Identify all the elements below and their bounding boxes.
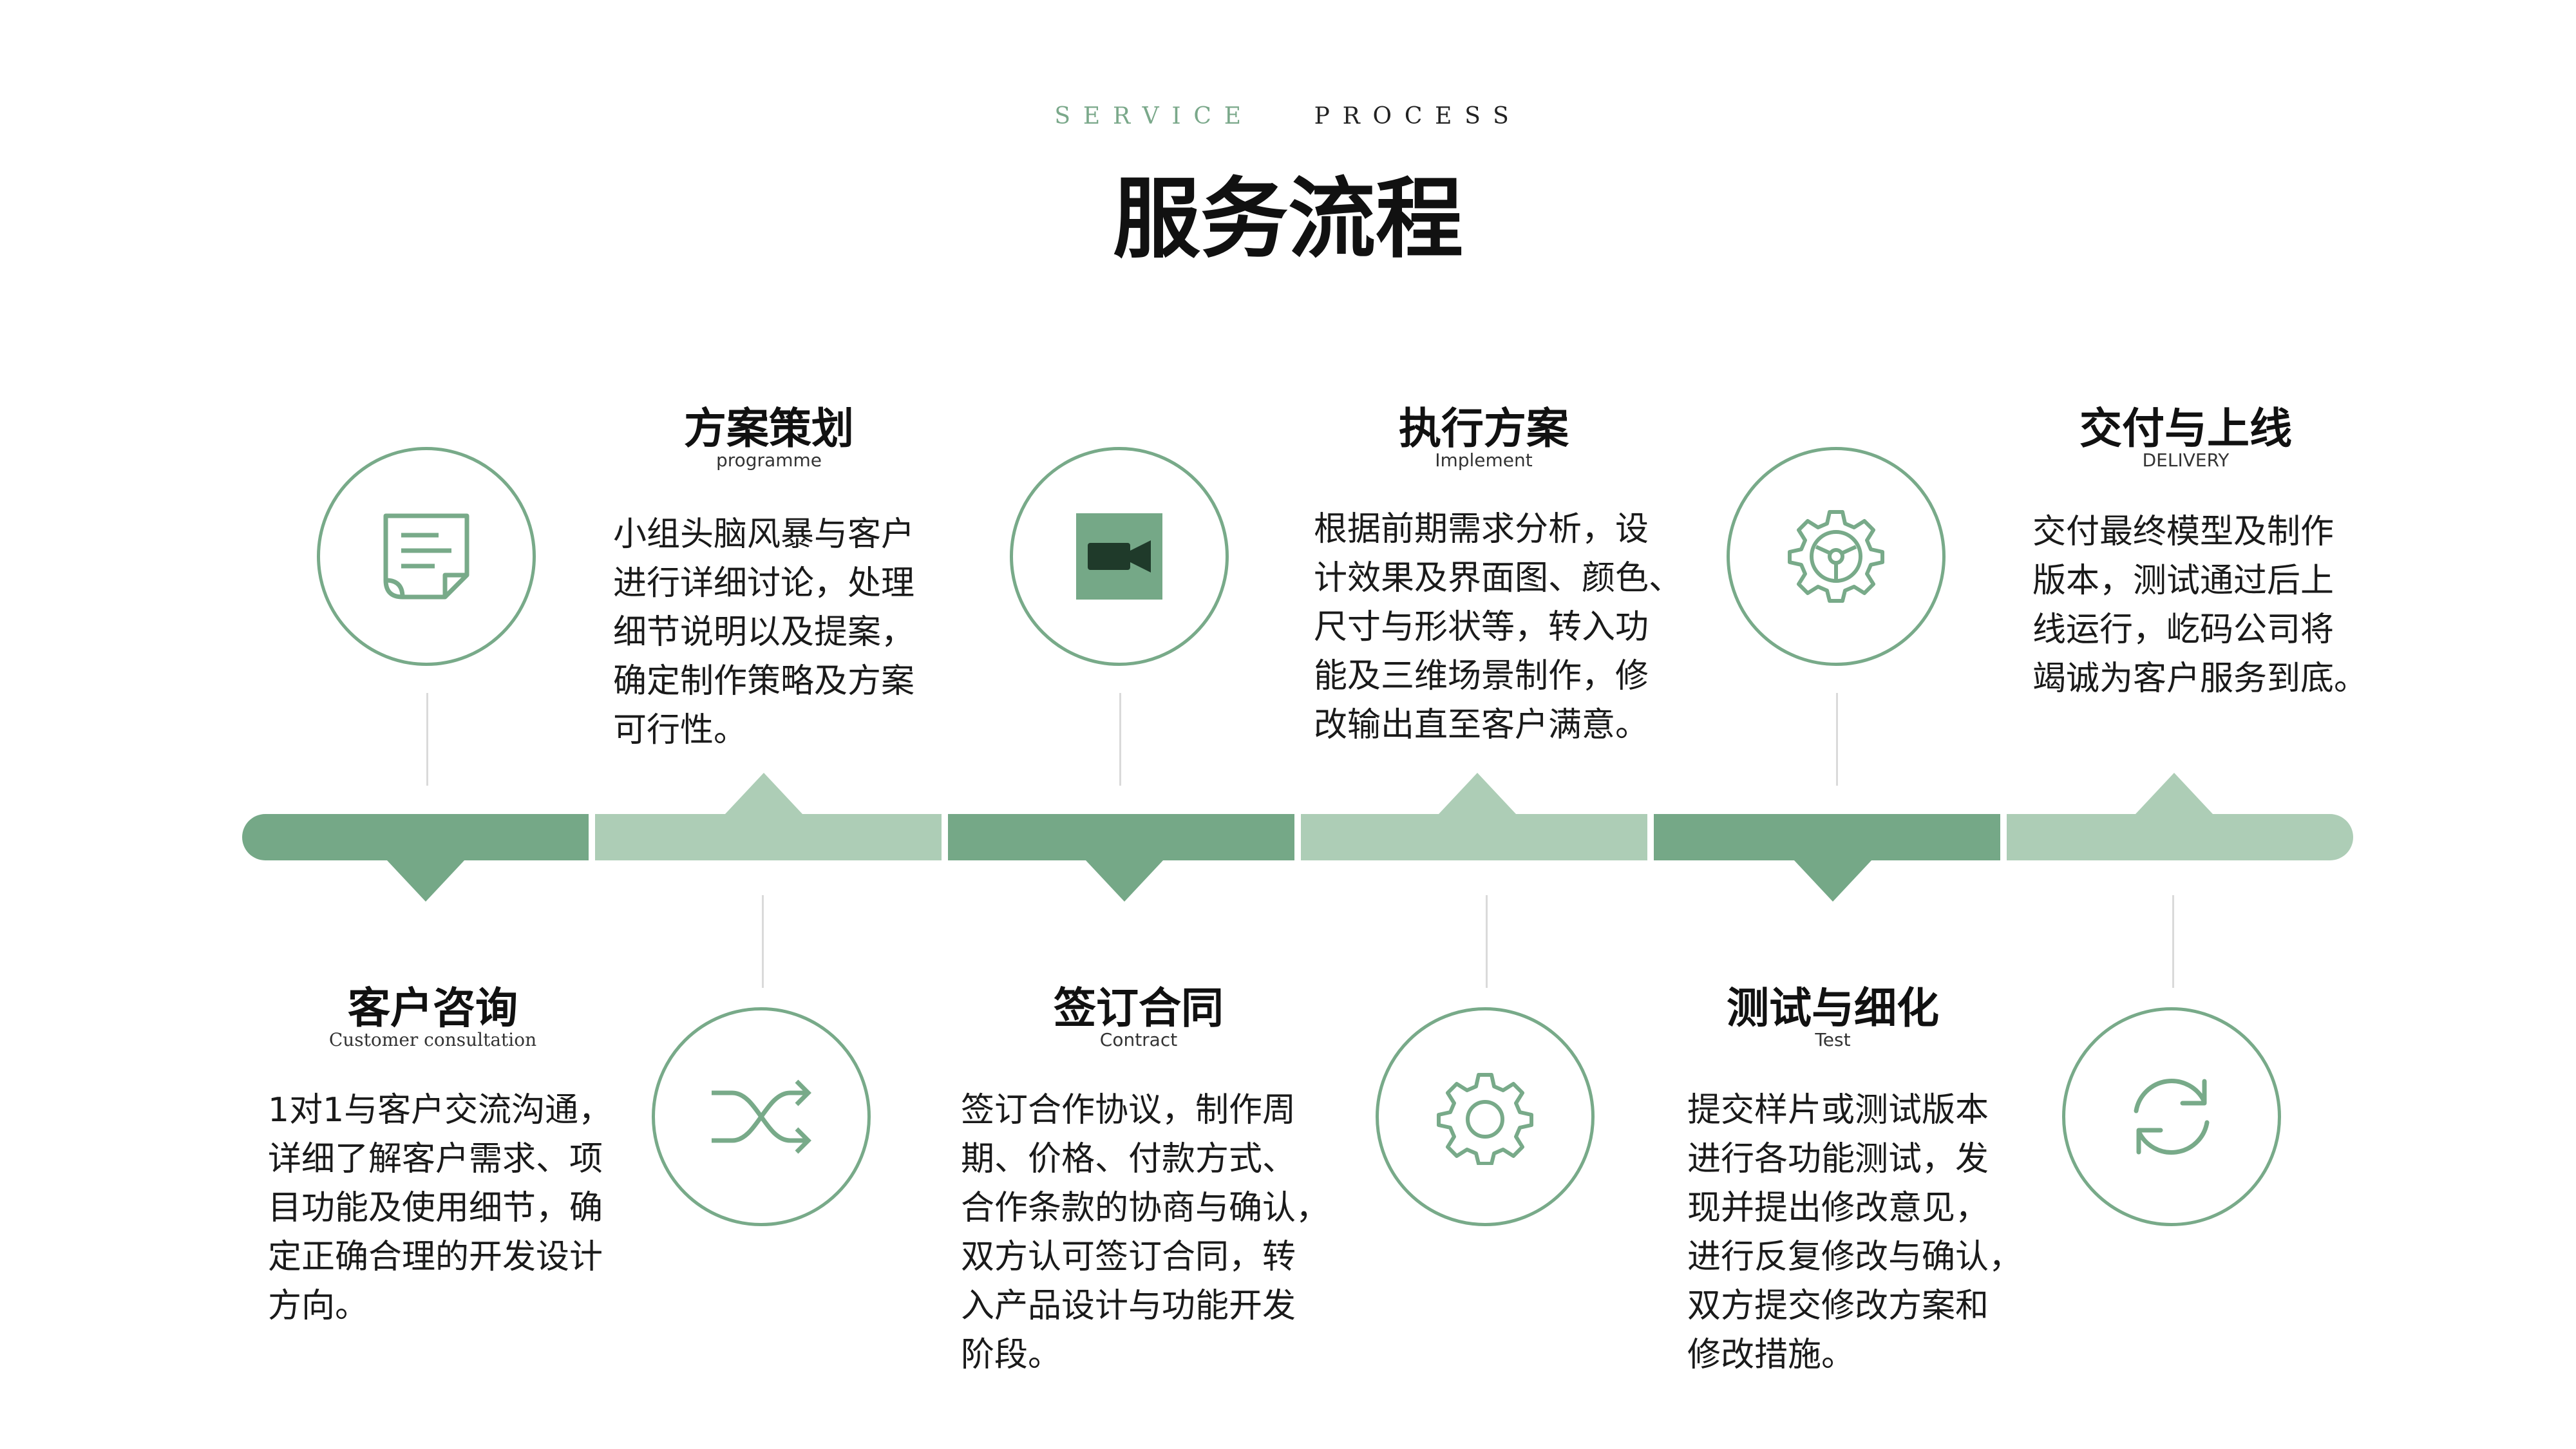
desc-line: 现并提出修改意见， xyxy=(1687,1189,1989,1227)
desc-line: 定正确合理的开发设计 xyxy=(268,1238,603,1276)
connector-4 xyxy=(1486,895,1488,988)
kicker-service: SERVICE xyxy=(1054,103,1254,129)
page-title: 服务流程 xyxy=(1113,169,1463,270)
desc-line: 交付最终模型及制作 xyxy=(2032,513,2334,551)
desc-line: 线运行，屹码公司将 xyxy=(2032,611,2334,649)
steering-gear-icon xyxy=(1788,510,1884,603)
step-2-title: 方案策划 xyxy=(684,404,854,453)
step-3-title: 签订合同 xyxy=(1054,983,1224,1033)
connector-6 xyxy=(2172,895,2174,988)
step-5-circle xyxy=(1727,447,1946,666)
desc-line: 提交样片或测试版本 xyxy=(1687,1091,1989,1130)
step-2-subtitle: programme xyxy=(715,450,822,471)
step-6-title: 交付与上线 xyxy=(2079,404,2292,453)
gear-icon xyxy=(1437,1073,1533,1165)
notch-4 xyxy=(1439,773,1516,814)
track-segment-6 xyxy=(2007,814,2353,860)
desc-line: 改输出直至客户满意。 xyxy=(1314,706,1649,744)
step-6-circle xyxy=(2062,1007,2281,1226)
connector-5 xyxy=(1836,693,1838,786)
desc-line: 能及三维场景制作，修 xyxy=(1314,657,1649,696)
desc-line: 期、价格、付款方式、 xyxy=(961,1140,1296,1179)
step-3-circle xyxy=(1010,447,1229,666)
step-1-description: 1对1与客户交流沟通， 详细了解客户需求、项 目功能及使用细节，确 定正确合理的… xyxy=(268,1086,629,1331)
step-5-description: 提交样片或测试版本 进行各功能测试，发 现并提出修改意见， 进行反复修改与确认，… xyxy=(1687,1086,2074,1379)
desc-line: 1对1与客户交流沟通， xyxy=(268,1091,612,1130)
step-5-title: 测试与细化 xyxy=(1727,983,1939,1033)
step-2-circle xyxy=(652,1007,871,1226)
desc-line: 详细了解客户需求、项 xyxy=(268,1140,603,1179)
desc-line: 确定制作策略及方案 xyxy=(613,662,915,701)
desc-line: 进行各功能测试，发 xyxy=(1687,1140,1989,1179)
shuffle-icon xyxy=(712,1079,811,1154)
step-4-description: 根据前期需求分析，设 计效果及界面图、颜色、 尺寸与形状等，转入功 能及三维场景… xyxy=(1314,505,1700,750)
desc-line: 双方认可签订合同，转 xyxy=(961,1238,1296,1276)
desc-line: 细节说明以及提案， xyxy=(613,613,915,652)
step-6-subtitle: DELIVERY xyxy=(2142,450,2230,471)
step-5-subtitle: Test xyxy=(1815,1029,1851,1050)
notch-2 xyxy=(725,773,802,814)
desc-line: 双方提交修改方案和 xyxy=(1687,1287,1989,1325)
desc-line: 阶段。 xyxy=(961,1336,1062,1374)
track-segment-1 xyxy=(242,814,589,860)
step-3-subtitle: Contract xyxy=(1099,1029,1178,1050)
step-4-circle xyxy=(1376,1007,1595,1226)
track-segment-3 xyxy=(948,814,1294,860)
note-icon xyxy=(383,513,469,600)
notch-5 xyxy=(1794,860,1871,902)
track-segment-5 xyxy=(1654,814,2000,860)
step-1-circle xyxy=(317,447,536,666)
connector-1 xyxy=(426,693,428,786)
desc-line: 根据前期需求分析，设 xyxy=(1314,510,1649,549)
step-4-title: 执行方案 xyxy=(1399,404,1569,453)
desc-line: 合作条款的协商与确认， xyxy=(961,1189,1330,1227)
track-segment-4 xyxy=(1301,814,1647,860)
notch-6 xyxy=(2136,773,2213,814)
notch-3 xyxy=(1086,860,1163,902)
desc-line: 版本，测试通过后上 xyxy=(2032,562,2334,600)
desc-line: 签订合作协议，制作周 xyxy=(961,1091,1296,1130)
track-segment-2 xyxy=(595,814,942,860)
desc-line: 竭诚为客户服务到底。 xyxy=(2032,659,2368,698)
step-2-description: 小组头脑风暴与客户 进行详细讨论，处理 细节说明以及提案， 确定制作策略及方案 … xyxy=(613,510,974,755)
kicker-process: PROCESS xyxy=(1314,103,1522,129)
desc-line: 尺寸与形状等，转入功 xyxy=(1314,608,1649,647)
notch-1 xyxy=(387,860,464,902)
section-kicker: SERVICE PROCESS xyxy=(0,103,2576,129)
step-3-description: 签订合作协议，制作周 期、价格、付款方式、 合作条款的协商与确认， 双方认可签订… xyxy=(961,1086,1347,1379)
desc-line: 目功能及使用细节，确 xyxy=(268,1189,603,1227)
step-1-subtitle: Customer consultation xyxy=(328,1029,537,1050)
desc-line: 入产品设计与功能开发 xyxy=(961,1287,1296,1325)
connector-2 xyxy=(762,895,764,988)
desc-line: 小组头脑风暴与客户 xyxy=(613,515,915,554)
step-1-title: 客户咨询 xyxy=(348,983,518,1033)
desc-line: 进行详细讨论，处理 xyxy=(613,564,915,603)
step-6-description: 交付最终模型及制作 版本，测试通过后上 线运行，屹码公司将 竭诚为客户服务到底。 xyxy=(2032,507,2419,703)
desc-line: 修改措施。 xyxy=(1687,1336,1855,1374)
refresh-icon xyxy=(2134,1079,2210,1155)
desc-line: 进行反复修改与确认， xyxy=(1687,1238,2023,1276)
video-camera-icon xyxy=(1076,513,1162,600)
step-4-subtitle: Implement xyxy=(1435,450,1533,471)
desc-line: 可行性。 xyxy=(613,711,748,750)
desc-line: 方向。 xyxy=(268,1287,369,1325)
desc-line: 计效果及界面图、颜色、 xyxy=(1314,559,1683,598)
connector-3 xyxy=(1119,693,1121,786)
